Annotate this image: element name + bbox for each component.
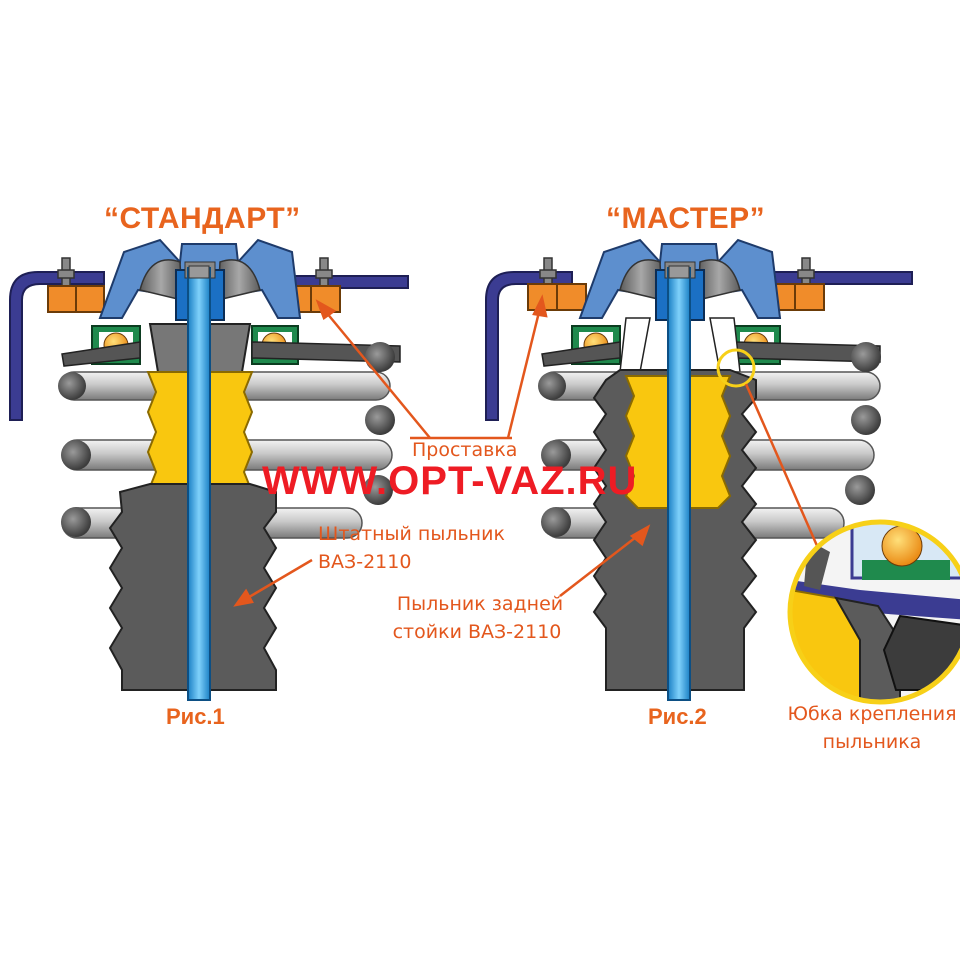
spacer-arrow-right bbox=[325, 311, 431, 439]
spacer-label: Проставка bbox=[412, 439, 518, 461]
std-boot-label-line1: Штатный пыльник bbox=[318, 523, 505, 545]
left-piston-rod bbox=[187, 267, 211, 701]
right-bracket-arm-right bbox=[761, 271, 913, 285]
std-boot-arrow bbox=[243, 558, 313, 602]
detail-leader-line bbox=[744, 383, 820, 549]
watermark: WWW.OPT-VAZ.RU bbox=[262, 459, 638, 503]
detail-marker-circle bbox=[716, 348, 756, 388]
std-boot-label-line2: ВАЗ-2110 bbox=[318, 551, 412, 573]
rear-boot-label-line2: стойки ВАЗ-2110 bbox=[392, 621, 562, 643]
title-standard: “СТАНДАРТ” bbox=[104, 202, 301, 235]
skirt-label-line2: пыльника bbox=[822, 731, 922, 753]
right-strut bbox=[485, 238, 913, 701]
rear-boot-arrow bbox=[559, 533, 641, 597]
spacer-arrow-left bbox=[506, 307, 542, 439]
detail-zoom-ring bbox=[787, 519, 960, 705]
figure-caption-left: Рис.1 bbox=[166, 704, 225, 729]
skirt-label-line1: Юбка крепления bbox=[787, 703, 957, 725]
right-piston-rod bbox=[667, 267, 691, 701]
title-master: “МАСТЕР” bbox=[606, 202, 766, 235]
figure-caption-right: Рис.2 bbox=[648, 704, 707, 729]
annotation-arrows bbox=[233, 294, 651, 607]
rear-boot-label-line1: Пыльник задней bbox=[396, 593, 564, 615]
left-strut bbox=[9, 238, 409, 701]
left-studs bbox=[57, 257, 333, 293]
left-body-bracket bbox=[9, 271, 105, 421]
